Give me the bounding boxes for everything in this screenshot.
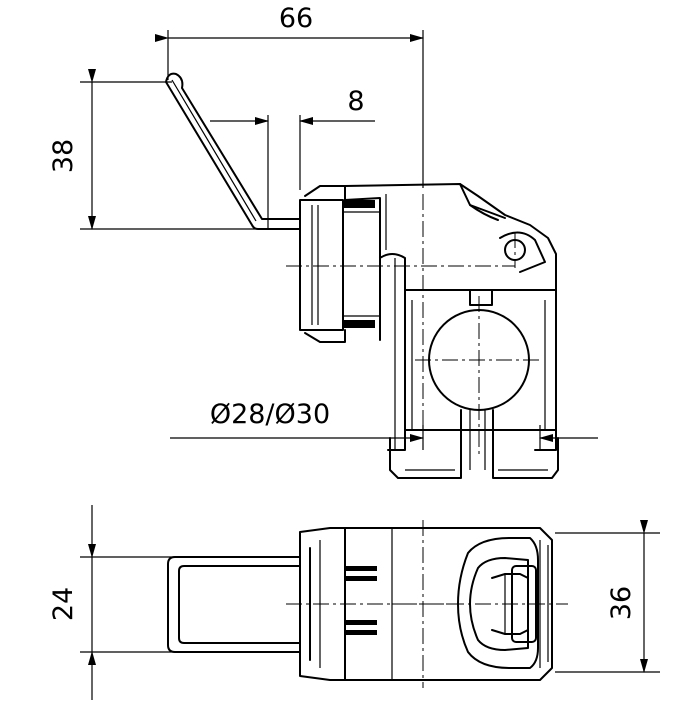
top-cam-plate xyxy=(299,527,377,681)
top-centre-lines xyxy=(286,520,568,688)
dim-36-label: 36 xyxy=(606,586,637,620)
dimension-diameter: Ø28/Ø30 xyxy=(170,399,598,450)
side-view: 66 8 38 xyxy=(48,3,598,479)
dim-66-label: 66 xyxy=(279,3,313,34)
dimension-66: 66 xyxy=(155,3,424,188)
dimension-24: 24 xyxy=(48,505,300,700)
dim-diameter-label: Ø28/Ø30 xyxy=(210,399,330,430)
dimension-8: 8 xyxy=(210,86,375,230)
centre-lines xyxy=(286,194,540,455)
dim-24-label: 24 xyxy=(48,587,79,621)
cam-plate xyxy=(299,185,380,343)
dimension-38: 38 xyxy=(48,69,268,230)
dim-8-label: 8 xyxy=(347,86,364,117)
dimension-36: 36 xyxy=(555,520,660,673)
lever-handle xyxy=(165,72,301,230)
dim-38-label: 38 xyxy=(48,139,79,173)
top-handle-loop xyxy=(167,556,301,653)
top-view: 24 36 xyxy=(48,505,660,700)
clamp-body xyxy=(344,183,559,479)
